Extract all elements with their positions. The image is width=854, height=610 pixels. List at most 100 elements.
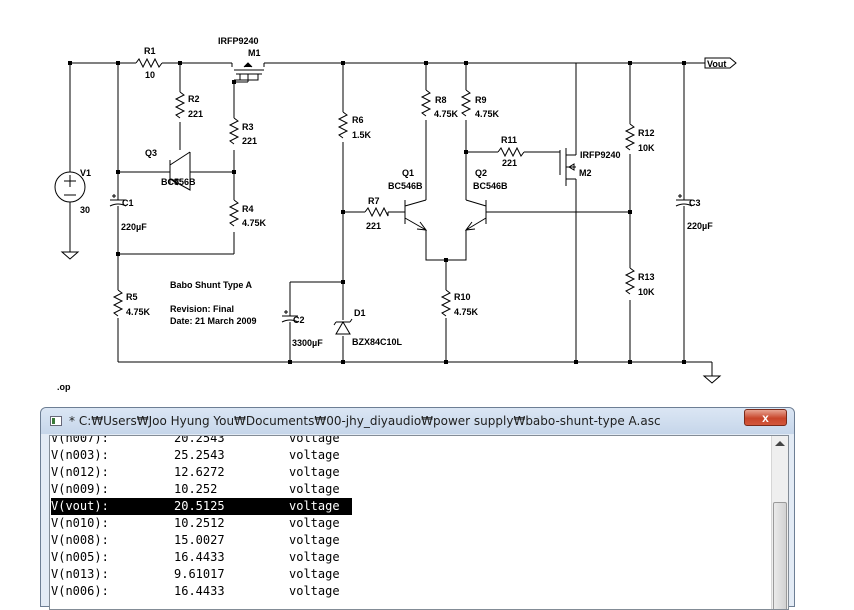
- v1-value: 30: [80, 205, 90, 215]
- r11-symbol: [497, 146, 525, 158]
- node-voltage: 20.5125: [174, 499, 225, 513]
- r7-symbol: [364, 206, 389, 218]
- r8-value: 4.75K: [434, 109, 459, 119]
- ground-left-icon: [60, 251, 80, 260]
- d1-symbol: [333, 318, 353, 335]
- window-title: * C:₩Users₩Joo Hyung You₩Documents₩00-jh…: [69, 414, 661, 428]
- q2-symbol: [464, 199, 487, 231]
- m2-value: IRFP9240: [580, 150, 621, 160]
- q1-value: BC546B: [388, 181, 423, 191]
- r5-symbol: [112, 280, 124, 322]
- r10-symbol: [440, 288, 452, 320]
- node-unit: voltage: [289, 482, 340, 496]
- m1-value: IRFP9240: [218, 36, 259, 46]
- r7-name: R7: [368, 196, 380, 206]
- vout-flag: [704, 57, 737, 69]
- op-directive[interactable]: .op: [57, 382, 71, 392]
- m2-name: M2: [579, 168, 592, 178]
- vertical-scrollbar[interactable]: [771, 436, 788, 609]
- c2-value: 3300µF: [292, 338, 323, 348]
- c3-name: C3: [689, 198, 701, 208]
- r11-name: R11: [501, 135, 517, 145]
- app-icon: [50, 416, 62, 426]
- close-button[interactable]: x: [744, 409, 787, 426]
- r4-value: 4.75K: [242, 218, 267, 228]
- r4-name: R4: [242, 204, 254, 214]
- q2-value: BC546B: [473, 181, 508, 191]
- voltage-source-v1: [54, 171, 86, 203]
- r3-symbol: [228, 117, 240, 145]
- m1-name: M1: [248, 48, 261, 58]
- node-unit: voltage: [289, 567, 340, 581]
- q2-name: Q2: [475, 168, 487, 178]
- v1-name: V1: [80, 168, 91, 178]
- d1-name: D1: [354, 308, 366, 318]
- node-name: V(n012):: [51, 465, 109, 479]
- r6-symbol: [337, 111, 349, 139]
- schematic-canvas[interactable]: R1 10 IRFP9240 M1 R2 221 R3 221 Q3 BC556…: [0, 0, 854, 400]
- node-voltage: 15.0027: [174, 533, 225, 547]
- r2-symbol: [174, 91, 186, 119]
- r4-symbol: [228, 199, 240, 227]
- q1-name: Q1: [402, 168, 414, 178]
- node-name: V(n006):: [51, 584, 109, 598]
- r5-name: R5: [126, 292, 138, 302]
- r6-value: 1.5K: [352, 130, 372, 140]
- r13-name: R13: [638, 272, 655, 282]
- r12-symbol: [624, 122, 636, 151]
- op-results-window[interactable]: * C:₩Users₩Joo Hyung You₩Documents₩00-jh…: [40, 407, 795, 610]
- node-unit: voltage: [289, 550, 340, 564]
- m1-symbol: [231, 62, 265, 83]
- window-titlebar[interactable]: * C:₩Users₩Joo Hyung You₩Documents₩00-jh…: [41, 408, 794, 434]
- q3-name: Q3: [145, 148, 157, 158]
- node-name: V(n005):: [51, 550, 109, 564]
- node-name: V(n003):: [51, 448, 109, 462]
- c2-symbol: [281, 310, 299, 330]
- node-name: V(n013):: [51, 567, 109, 581]
- scroll-thumb[interactable]: [773, 502, 787, 609]
- r7-value: 221: [366, 221, 381, 231]
- r3-name: R3: [242, 122, 254, 132]
- r12-value: 10K: [638, 143, 655, 153]
- r13-symbol: [624, 266, 636, 295]
- q3-value: BC556B: [161, 177, 196, 187]
- node-voltage: 16.4433: [174, 584, 225, 598]
- r10-name: R10: [454, 292, 471, 302]
- node-voltage: 25.2543: [174, 448, 225, 462]
- scroll-up-icon[interactable]: [775, 441, 785, 446]
- q3-symbol: [160, 151, 191, 191]
- r1-name: R1: [144, 46, 156, 56]
- r2-value: 221: [188, 109, 203, 119]
- vout-label: Vout: [707, 59, 726, 69]
- node-voltage: 20.2543: [174, 435, 225, 445]
- schematic-revision: Revision: Final: [170, 304, 234, 314]
- r9-symbol: [460, 89, 472, 117]
- r5-value: 4.75K: [126, 307, 151, 317]
- r6-name: R6: [352, 115, 364, 125]
- node-name: V(n010):: [51, 516, 109, 530]
- ground-right-icon: [702, 375, 722, 384]
- node-unit: voltage: [289, 465, 340, 479]
- r11-value: 221: [502, 158, 517, 168]
- node-unit: voltage: [289, 448, 340, 462]
- c1-name: C1: [122, 198, 134, 208]
- c2-name: C2: [293, 315, 305, 325]
- result-row[interactable]: V(n003): 25.2543 voltage: [51, 447, 776, 464]
- m2-symbol: [559, 148, 577, 186]
- node-unit: voltage: [289, 533, 340, 547]
- node-unit: voltage: [289, 516, 340, 530]
- schematic-date: Date: 21 March 2009: [170, 316, 257, 326]
- selection-highlight: [51, 498, 352, 515]
- q1-symbol: [404, 199, 428, 231]
